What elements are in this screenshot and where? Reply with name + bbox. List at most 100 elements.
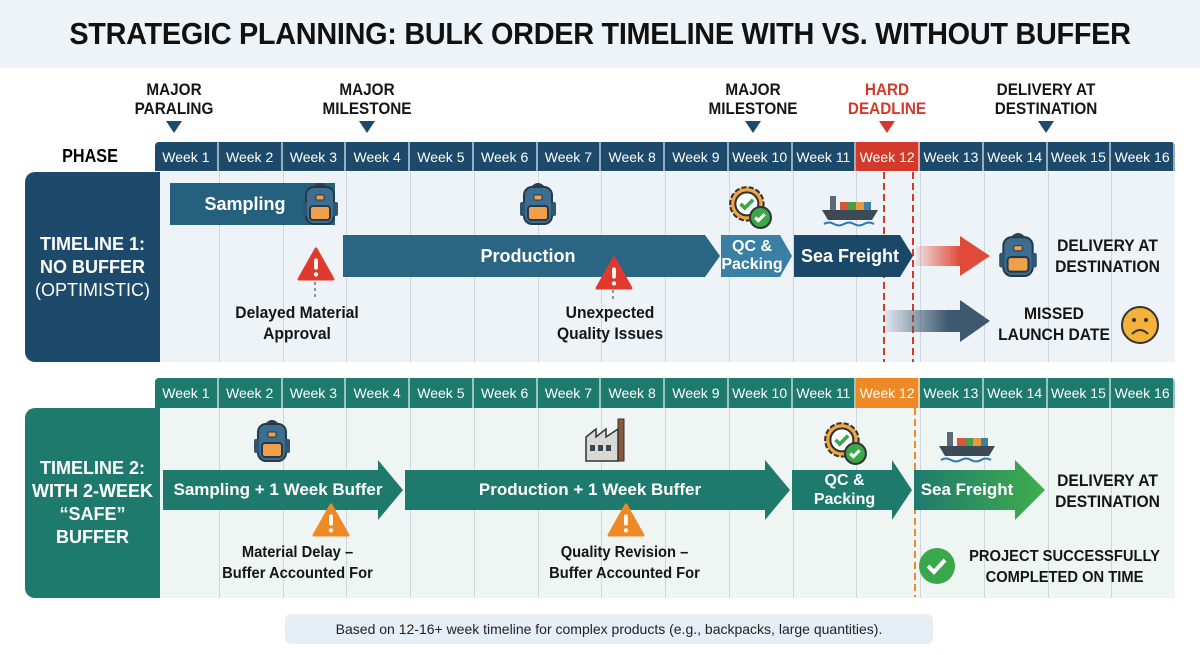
week-header-4: Week 4: [346, 378, 410, 408]
label-line: NO BUFFER: [40, 256, 145, 277]
milestone-line1: MAJOR: [146, 80, 202, 99]
week-gridline: [1047, 172, 1049, 362]
timeline-1-label: TIMELINE 1: NO BUFFER (OPTIMISTIC): [25, 172, 160, 362]
production-arrow: [343, 235, 720, 277]
week-header-14: Week 14: [984, 142, 1048, 171]
week-header-13: Week 13: [920, 142, 984, 171]
week-header-2: Week 2: [219, 142, 283, 171]
milestone-line1: HARD: [864, 80, 910, 99]
week-header-10: Week 10: [729, 142, 793, 171]
label-line: (OPTIMISTIC): [35, 279, 150, 300]
phase-label: PHASE: [62, 146, 118, 166]
label-line: Material Delay –: [241, 544, 354, 561]
week-header-6: Week 6: [474, 378, 538, 408]
label-line: DELIVERY AT: [1057, 236, 1158, 255]
week-header-5: Week 5: [410, 378, 474, 408]
backpack-icon: [518, 182, 558, 226]
qc-packing-label: QC &Packing: [718, 235, 786, 277]
sampling-label: Sampling: [204, 194, 286, 214]
label-line: Unexpected: [565, 303, 655, 322]
label-line: MISSED: [1024, 304, 1084, 323]
sea-freight-arrow: [914, 460, 1045, 520]
week-header-1: Week 1: [155, 142, 219, 171]
delivery-label: DELIVERY AT DESTINATION: [1045, 235, 1169, 277]
week-header-15: Week 15: [1048, 378, 1112, 408]
label-line: Buffer Accounted For: [549, 565, 700, 582]
label-line: Quality Issues: [556, 324, 664, 343]
cargo-ship-icon: [937, 428, 997, 464]
week-header-1: Week 1: [155, 378, 219, 408]
qc-packing-label: QC &Packing: [792, 466, 897, 514]
risk-quality-revision: Quality Revision – Buffer Accounted For: [539, 542, 709, 584]
week-header-11: Week 11: [793, 378, 857, 408]
milestone-line2: MILESTONE: [708, 99, 798, 118]
sampling-buffer-arrow: [163, 460, 403, 520]
milestone-line2: PARALING: [134, 99, 214, 118]
label-line: Packing: [721, 256, 783, 273]
label-line: LAUNCH DATE: [998, 325, 1110, 344]
week-header-7: Week 7: [538, 142, 602, 171]
week-header-16: Week 16: [1111, 378, 1175, 408]
label-line: Quality Revision –: [560, 544, 689, 561]
factory-icon: [582, 416, 632, 464]
delivery-arrow: [916, 236, 990, 276]
week-header-9: Week 9: [665, 378, 729, 408]
week-header-6: Week 6: [474, 142, 538, 171]
label-line: “SAFE”: [59, 504, 126, 524]
qc-packing-arrow: [721, 235, 792, 277]
cargo-ship-icon: [820, 192, 880, 228]
milestone-line1: MAJOR: [725, 80, 781, 99]
milestone-line1: MAJOR: [339, 80, 395, 99]
week-gridline: [983, 172, 985, 362]
week-header-5: Week 5: [410, 142, 474, 171]
week-header-12: Week 12: [856, 378, 920, 408]
production-buffer-label: Production + 1 Week Buffer: [478, 480, 702, 499]
footer-note: Based on 12-16+ week timeline for comple…: [285, 614, 933, 644]
label-line: QC &: [732, 238, 772, 255]
quality-check-icon: [822, 420, 868, 466]
milestone-line2: MILESTONE: [322, 99, 412, 118]
backpack-icon: [252, 418, 292, 464]
milestone-marker-icon: [1038, 121, 1054, 133]
label-line: DESTINATION: [1055, 257, 1160, 276]
milestone-line2: DESTINATION: [994, 99, 1098, 118]
label-line: Delayed Material: [235, 303, 359, 322]
timeline-2-label: TIMELINE 2: WITH 2-WEEK “SAFE” BUFFER: [25, 408, 160, 598]
label-line: Packing: [813, 491, 876, 508]
week-gridline: [218, 172, 220, 362]
week-header-3: Week 3: [283, 142, 347, 171]
week-header-14: Week 14: [984, 378, 1048, 408]
week-header-15: Week 15: [1048, 142, 1112, 171]
label-line: Approval: [263, 324, 331, 343]
label-line: WITH 2-WEEK: [32, 481, 153, 501]
sampling-buffer-label: Sampling + 1 Week Buffer: [173, 480, 383, 499]
week-header-2: Week 2: [219, 378, 283, 408]
label-line: Buffer Accounted For: [222, 565, 373, 582]
week-header-12: Week 12: [856, 142, 920, 171]
label-line: PROJECT SUCCESSFULLY: [969, 548, 1160, 565]
sea-freight-label: Sea Freight: [920, 480, 1014, 499]
check-circle-icon: [919, 548, 955, 584]
missed-launch-label: MISSED LAUNCH DATE: [995, 303, 1113, 345]
week-gridline: [792, 172, 794, 362]
warning-icon: [297, 247, 335, 281]
week-header-7: Week 7: [538, 378, 602, 408]
week-header-9: Week 9: [665, 142, 729, 171]
sad-face-icon: [1121, 306, 1159, 344]
page-title: STRATEGIC PLANNING: BULK ORDER TIMELINE …: [69, 16, 1131, 51]
backpack-icon: [997, 232, 1039, 278]
label-line: BUFFER: [56, 527, 129, 547]
week-header-10: Week 10: [729, 378, 793, 408]
quality-check-icon: [727, 184, 773, 230]
